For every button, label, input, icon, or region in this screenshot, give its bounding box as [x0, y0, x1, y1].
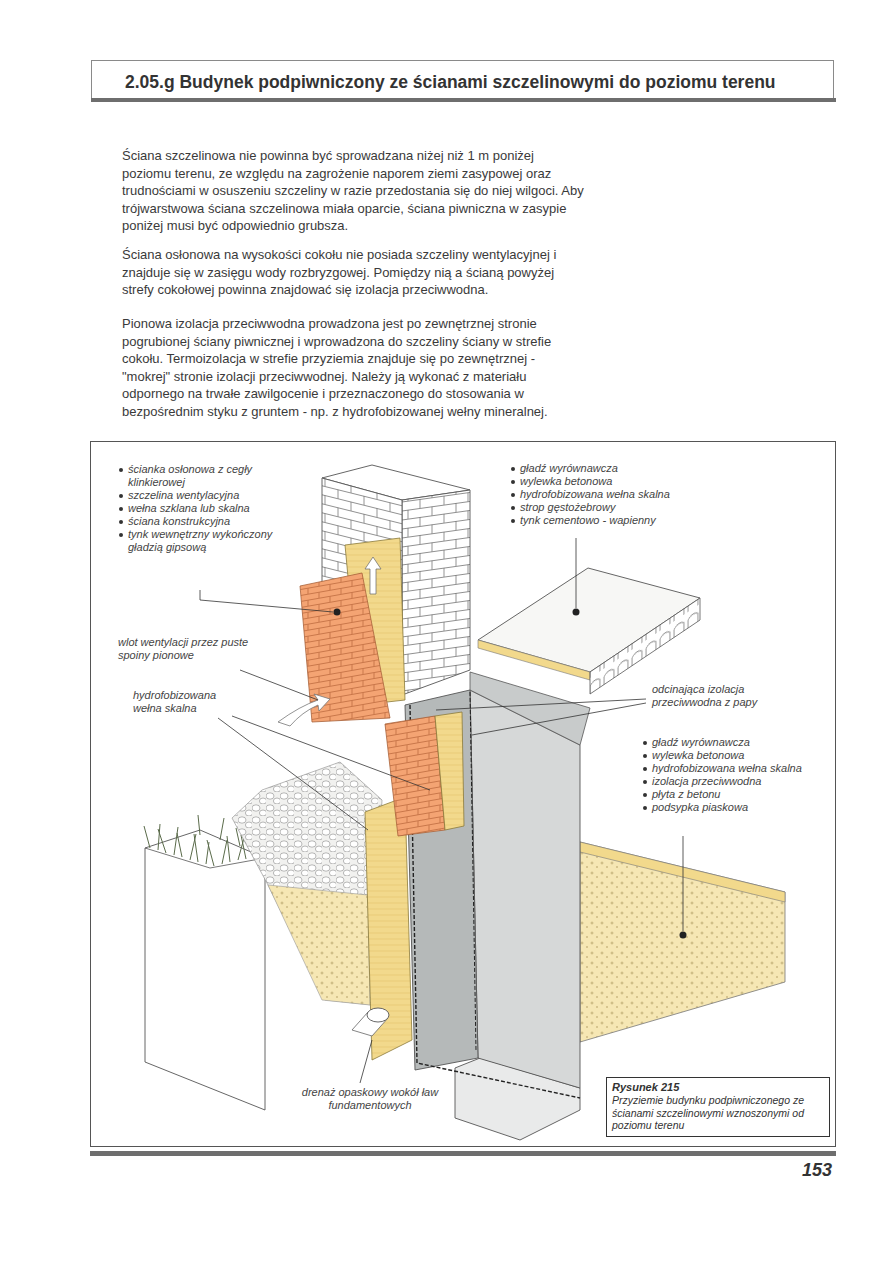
rib-slab-edge [590, 598, 700, 694]
callout-label: hydrofobizowana wełna skalna [133, 689, 245, 715]
part-label: płyta z betonu [652, 788, 812, 801]
block-wall-side [402, 490, 470, 695]
part-label: wylewka betonowa [520, 475, 720, 488]
callout-label: wlot wentylacji przez puste spoiny piono… [118, 636, 258, 662]
part-label: hydrofobizowana wełna skalna [520, 488, 720, 501]
part-label: gładź wyrównawcza [520, 462, 720, 475]
caption-box: Rysunek 215Przyziemie budynku podpiwnicz… [606, 1077, 830, 1137]
inlet-arrow [278, 694, 330, 726]
body-paragraph: Ściana osłonowa na wysokości cokołu nie … [122, 246, 586, 299]
soil-block [145, 830, 265, 1110]
leader-line [218, 718, 368, 830]
sand-fill [268, 885, 370, 1005]
leader-line [576, 538, 577, 608]
part-label: strop gęstożebrowy [520, 501, 720, 514]
slab-wool-edge [478, 640, 590, 680]
leader-line [240, 670, 318, 700]
basement-wall-side [470, 690, 580, 1088]
page-number: 153 [760, 1160, 832, 1181]
part-label: szczelina wentylacyjna [128, 489, 290, 502]
part-label: ściana konstrukcyjna [128, 515, 290, 528]
part-label: tynk wewnętrzny wykończony gładzią gipso… [128, 528, 290, 554]
body-paragraph: Pionowa izolacja przeciwwodna prowadzona… [122, 315, 586, 421]
leader-dot [680, 932, 687, 939]
body-paragraph: Ściana szczelinowa nie powinna być sprow… [122, 147, 586, 235]
leader-dot [334, 609, 341, 616]
basement-floor [580, 842, 785, 1042]
callout-label: drenaż opaskowy wokół ław fundamentowych [290, 1086, 450, 1112]
drain-pipe-end [367, 1008, 389, 1022]
heading-rule [91, 98, 836, 102]
leader-line [436, 699, 646, 710]
part-label: izolacja przeciwwodna [652, 775, 812, 788]
part-label: wełna szklana lub skalna [128, 502, 290, 515]
part-label: ścianka osłonowa z cegły klinkierowej [128, 463, 290, 489]
part-label: hydrofobizowana wełna skalna [652, 762, 812, 775]
leader-dot [573, 609, 580, 616]
soil-edge [145, 848, 265, 868]
plinth-brick [385, 716, 445, 836]
caption-text: Przyziemie budynku podpiwniczonego ze śc… [612, 1094, 824, 1132]
leader-line [683, 836, 684, 931]
part-label: wylewka betonowa [652, 749, 812, 762]
heading-box: 2.05.g Budynek podpiwniczony ze ścianami… [91, 60, 834, 98]
part-label: tynk cementowo - wapienny [520, 514, 720, 527]
figure-frame [91, 442, 836, 1147]
heading: 2.05.g Budynek podpiwniczony ze ścianami… [92, 61, 833, 93]
airflow-arrow [365, 557, 381, 594]
part-label: podsypka piaskowa [652, 801, 812, 814]
leader-line [232, 716, 430, 790]
waterproofing-line [470, 692, 476, 1050]
caption-heading: Rysunek 215 [612, 1081, 824, 1094]
floor-wool-edge [580, 842, 785, 902]
basement-wall-top [470, 672, 590, 745]
leader-line [360, 1040, 372, 1083]
plinth-insulation [435, 712, 464, 830]
clinker-brick-wall [300, 573, 390, 722]
lower-insulation [365, 797, 412, 1060]
leader-line [472, 703, 646, 735]
part-label: gładź wyrównawcza [652, 736, 812, 749]
callout-label: odcinająca izolacja przeciwwodna z papy [652, 683, 797, 709]
footer-rule [90, 1151, 836, 1156]
leader-line [200, 590, 333, 612]
gravel-fill [232, 762, 382, 1005]
